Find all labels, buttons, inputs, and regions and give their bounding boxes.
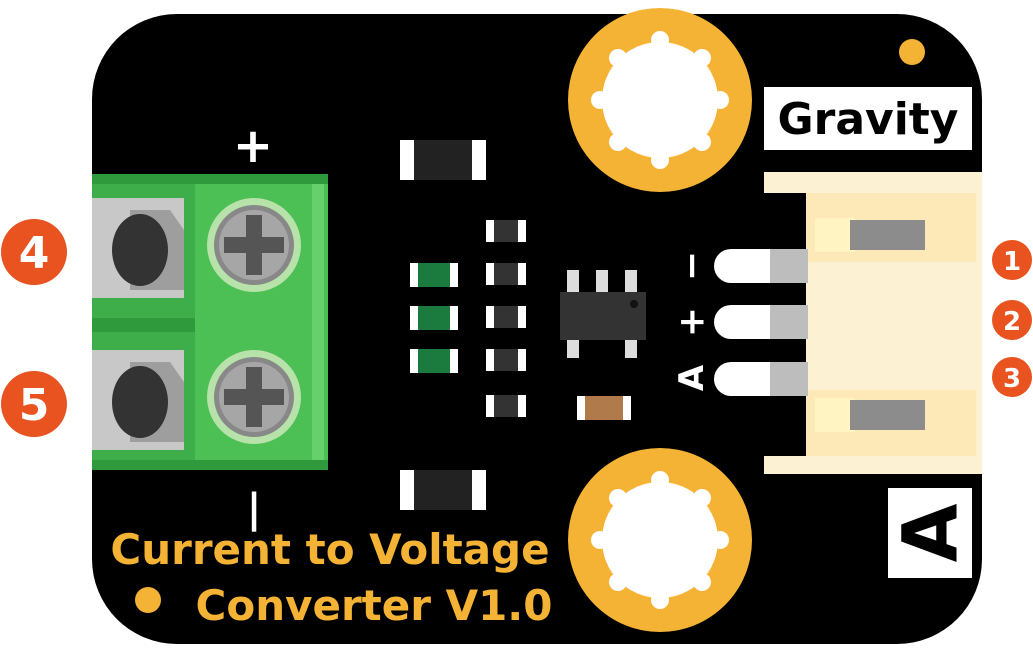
jst-connector bbox=[764, 172, 982, 474]
mounting-hole-bottom bbox=[568, 448, 752, 632]
terminal-label-plus: + bbox=[233, 118, 273, 174]
ic-chip bbox=[560, 270, 646, 358]
pin-label-plus: + bbox=[672, 307, 713, 337]
indicator-dot-bottom bbox=[135, 587, 161, 613]
pin-label-analog: A bbox=[672, 364, 712, 391]
svg-text:2: 2 bbox=[1003, 307, 1021, 337]
brand-label-box bbox=[764, 87, 972, 150]
callout-5: 5 bbox=[1, 371, 67, 437]
board-title-line1: Current to Voltage bbox=[110, 525, 549, 574]
svg-text:5: 5 bbox=[19, 380, 50, 431]
callout-3: 3 bbox=[992, 357, 1032, 397]
callout-4: 4 bbox=[1, 219, 67, 285]
mounting-hole-top bbox=[568, 8, 752, 192]
svg-text:1: 1 bbox=[1003, 247, 1021, 277]
terminal-label-minus: | bbox=[247, 486, 262, 533]
type-label: A bbox=[886, 503, 975, 562]
board-title-line2: Converter V1.0 bbox=[196, 581, 553, 630]
screw-terminal-block bbox=[92, 174, 328, 470]
callout-2: 2 bbox=[992, 300, 1032, 340]
brand-label: Gravity bbox=[778, 94, 959, 145]
pcb-board bbox=[92, 14, 982, 644]
smd-resistor-column bbox=[486, 220, 526, 417]
svg-text:4: 4 bbox=[19, 228, 50, 279]
smd-brown-capacitor bbox=[577, 396, 631, 420]
header-pins bbox=[714, 249, 808, 396]
type-label-box bbox=[888, 488, 972, 578]
callout-1: 1 bbox=[992, 240, 1032, 280]
smd-large-top bbox=[400, 140, 486, 180]
smd-green-capacitors bbox=[410, 263, 458, 373]
svg-text:3: 3 bbox=[1003, 364, 1021, 394]
pin-label-minus: − bbox=[672, 251, 713, 281]
smd-large-bottom bbox=[400, 470, 486, 510]
indicator-dot-top bbox=[899, 39, 925, 65]
